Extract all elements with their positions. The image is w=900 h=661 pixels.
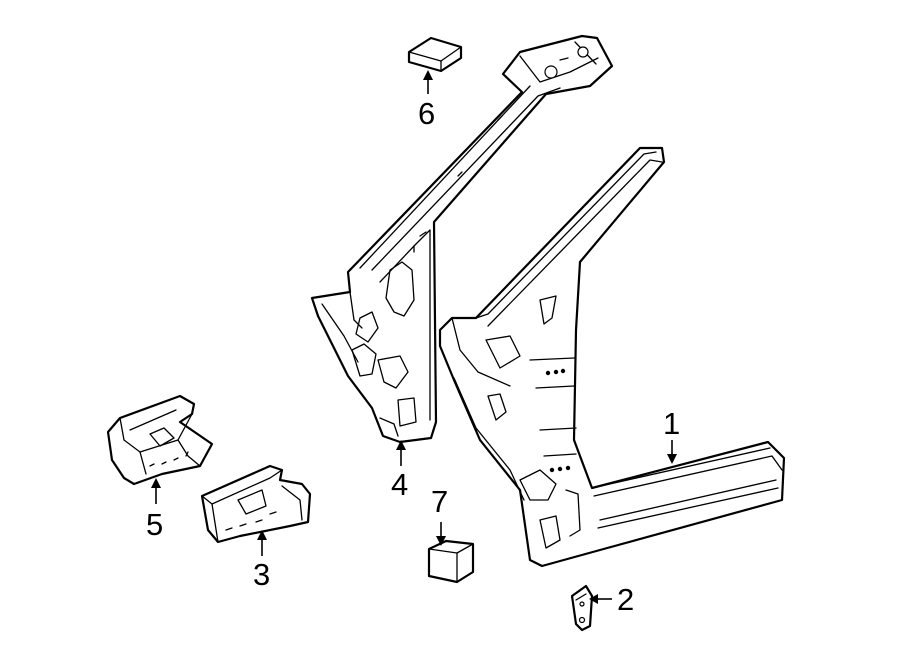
callout-4: 4 — [391, 467, 408, 502]
leader-6 — [423, 70, 433, 94]
callout-2: 2 — [617, 582, 634, 617]
callout-6: 6 — [418, 96, 435, 131]
leader-1 — [667, 440, 677, 464]
part-4-windshield-pillar[interactable] — [310, 34, 614, 444]
leader-2 — [589, 594, 612, 604]
callout-1: 1 — [663, 406, 680, 441]
part-6-pad[interactable] — [407, 36, 463, 73]
leader-7 — [436, 522, 446, 546]
leader-3 — [257, 530, 267, 556]
part-7-block[interactable] — [427, 539, 475, 584]
callout-5: 5 — [146, 507, 163, 542]
leader-4 — [396, 440, 406, 466]
part-5-bracket[interactable] — [106, 394, 214, 486]
callout-3: 3 — [253, 557, 270, 592]
callout-7: 7 — [431, 484, 448, 519]
part-2-clip[interactable] — [570, 584, 594, 632]
part-1-hinge-pillar-rocker[interactable] — [438, 146, 786, 568]
part-3-bracket[interactable] — [200, 464, 312, 544]
leader-5 — [151, 478, 161, 504]
